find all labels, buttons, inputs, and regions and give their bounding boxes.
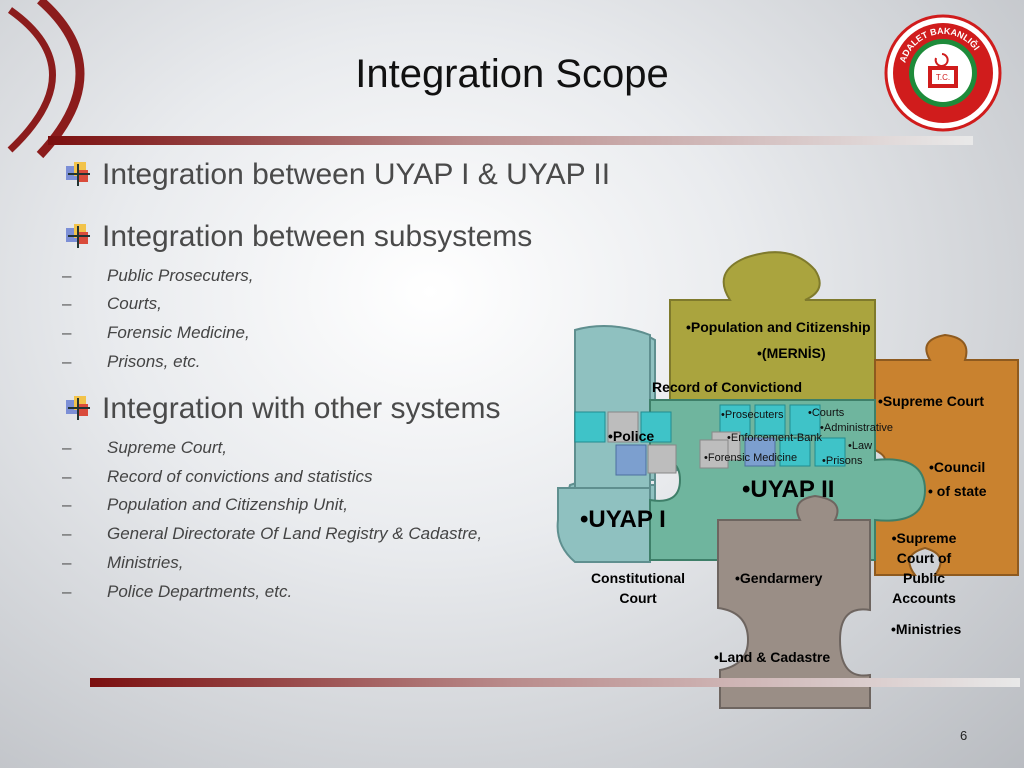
mini-piece	[615, 444, 647, 476]
mini-piece	[640, 411, 672, 443]
label-prosecuters: •Prosecuters	[721, 409, 784, 421]
list-item: –Prisons, etc.	[62, 352, 201, 371]
label-council: •Council	[929, 459, 986, 475]
label-forensic: •Forensic Medicine	[704, 452, 798, 464]
label-population: •Population and Citizenship	[686, 319, 871, 335]
label-land-cadastre: •Land & Cadastre	[714, 649, 831, 665]
slide-title: Integration Scope	[355, 52, 669, 96]
label-police: •Police	[608, 428, 655, 444]
puzzle-piece-olive	[669, 251, 876, 401]
bullet-other-systems: Integration with other systems	[64, 392, 501, 426]
label-supreme-court: •Supreme Court	[878, 393, 985, 409]
section-heading: Integration with other systems	[102, 392, 501, 425]
mini-piece	[754, 404, 786, 436]
list-item: –Courts,	[62, 294, 162, 313]
mini-piece	[814, 437, 846, 467]
mini-piece	[779, 437, 811, 467]
label-enforcement-bank: •Enforcement-Bank	[727, 432, 822, 444]
label-administrative: •Administrative	[820, 422, 893, 434]
ministry-seal-logo: ADALET BAKANLIĞI T.C.	[884, 14, 1002, 132]
mini-piece	[719, 404, 751, 436]
label-mernis: •(MERNİS)	[757, 345, 826, 361]
label-of-state: • of state	[928, 483, 987, 499]
puzzle-piece-taupe	[717, 494, 871, 709]
decorative-arcs	[7, 0, 85, 159]
list-item: –General Directorate Of Land Registry & …	[62, 524, 483, 543]
bullet-cross-icon	[66, 162, 90, 186]
mini-piece	[607, 411, 639, 443]
list-item: –Police Departments, etc.	[62, 582, 293, 601]
label-ministries: •Ministries	[891, 621, 962, 637]
list-item: –Ministries,	[62, 553, 184, 572]
puzzle-diagram	[556, 251, 1019, 709]
label-courts: •Courts	[808, 407, 845, 419]
bullet-cross-icon	[66, 224, 90, 248]
bottom-divider-bar	[90, 678, 1020, 687]
label-record-conviction: Record of Convictiond	[652, 379, 803, 395]
mini-piece	[789, 404, 821, 436]
label-uyap2: •UYAP II	[742, 476, 835, 503]
mini-piece	[699, 439, 729, 469]
list-item: –Population and Citizenship Unit,	[62, 495, 348, 514]
label-prisons: •Prisons	[822, 455, 863, 467]
svg-text:T.C.: T.C.	[936, 73, 950, 82]
label-law: •Law	[848, 440, 873, 452]
label-gendarmery: •Gendarmery	[735, 570, 823, 586]
mini-piece	[647, 444, 677, 474]
section-heading: Integration between UYAP I & UYAP II	[102, 158, 611, 191]
bullet-subsystems: Integration between subsystems	[64, 220, 532, 254]
bullet-uyap: Integration between UYAP I & UYAP II	[64, 158, 610, 192]
mini-piece	[744, 437, 776, 467]
mini-piece	[574, 411, 606, 443]
bullet-cross-icon	[66, 396, 90, 420]
page-number: 6	[960, 728, 968, 743]
label-uyap1: •UYAP I	[580, 506, 666, 533]
list-item: –Public Prosecuters,	[62, 266, 254, 285]
list-item: –Record of convictions and statistics	[62, 467, 373, 486]
top-divider-bar	[48, 136, 973, 145]
section-heading: Integration between subsystems	[102, 220, 533, 253]
list-item: –Supreme Court,	[62, 438, 227, 457]
list-item: –Forensic Medicine,	[62, 323, 250, 342]
